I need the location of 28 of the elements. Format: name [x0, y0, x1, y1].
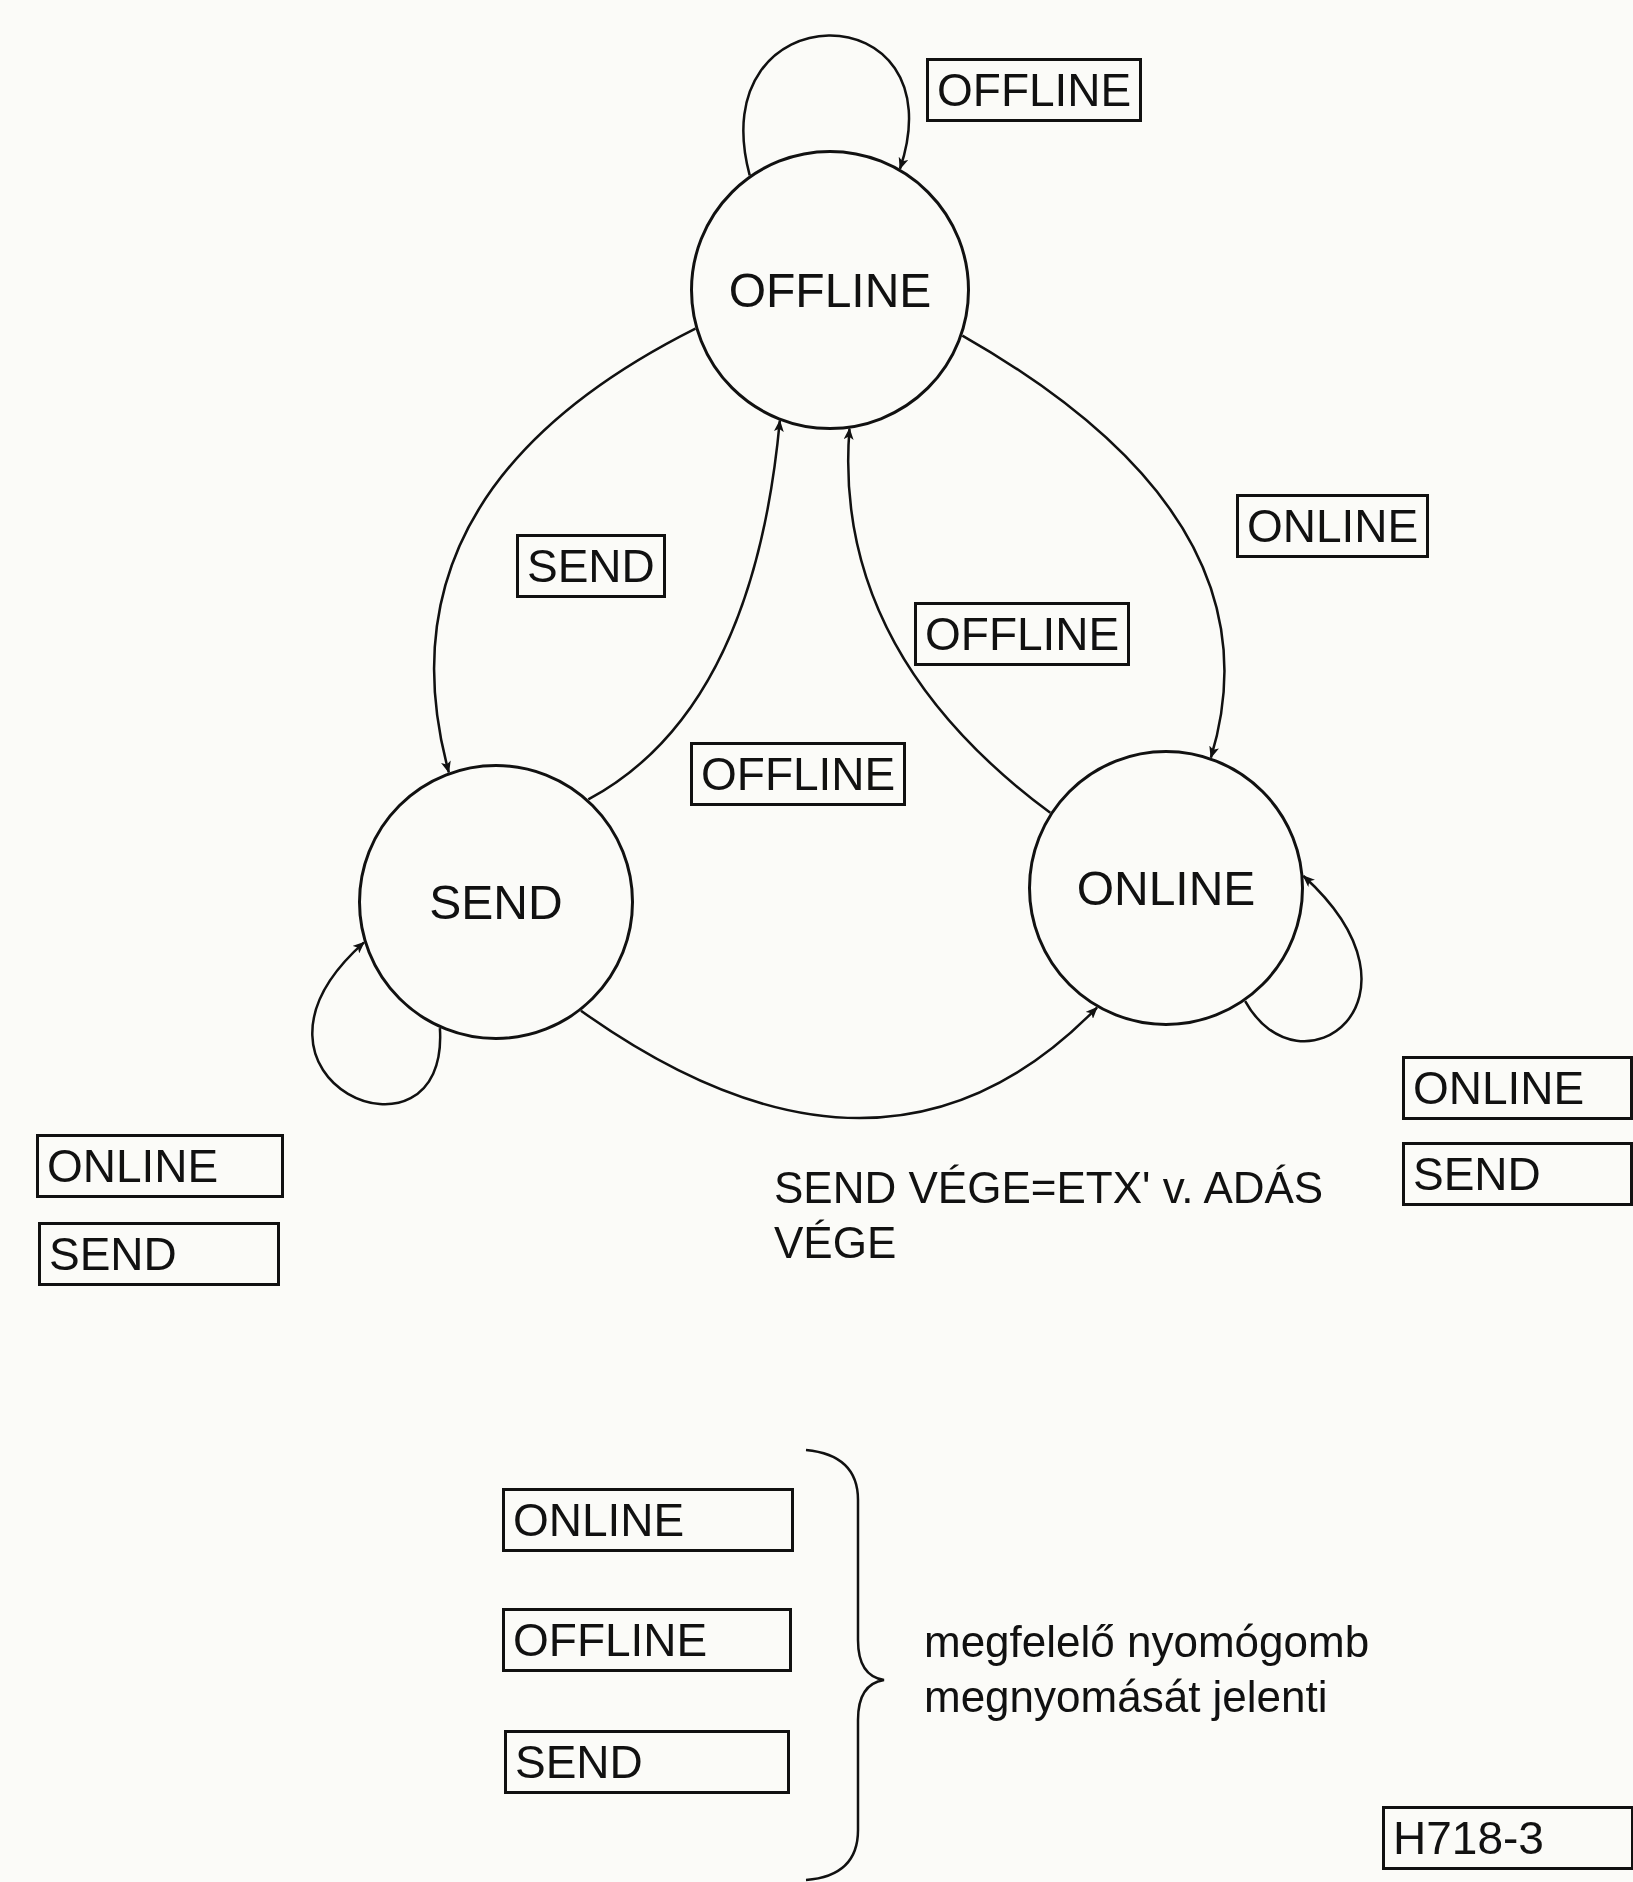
edge-label: OFFLINE [690, 742, 907, 806]
self-loop-arrow [1244, 875, 1363, 1042]
note: megfelelő nyomógomb megnyomását jelenti [924, 1616, 1371, 1723]
key-label: H718-3 [1382, 1806, 1633, 1870]
state-circle [1028, 750, 1304, 1026]
key-label: OFFLINE [502, 1608, 792, 1672]
transition-arrow [961, 334, 1226, 759]
state-circle [690, 150, 970, 430]
state-circle [358, 764, 634, 1040]
key-label: ONLINE [36, 1134, 284, 1198]
key-label: ONLINE [502, 1488, 794, 1552]
edge-label: OFFLINE [926, 58, 1143, 122]
edge-label: OFFLINE [914, 602, 1131, 666]
transition-arrow [580, 1006, 1098, 1120]
key-label: SEND [504, 1730, 790, 1794]
key-label: ONLINE [1402, 1056, 1633, 1120]
state-name: ONLINE [1076, 860, 1256, 916]
self-loop-arrow [742, 34, 910, 176]
transition-arrow [433, 327, 696, 774]
self-loop-arrow [311, 941, 442, 1106]
edge-label: ONLINE [1236, 494, 1430, 558]
edge-label: SEND VÉGE=ETX' v. ADÁS VÉGE [774, 1162, 1325, 1269]
state-name: OFFLINE [728, 262, 932, 318]
transition-arrow [587, 419, 784, 801]
key-label: SEND [1402, 1142, 1633, 1206]
edge-label: SEND [516, 534, 666, 598]
key-label: SEND [38, 1222, 280, 1286]
state-name: SEND [429, 874, 563, 930]
